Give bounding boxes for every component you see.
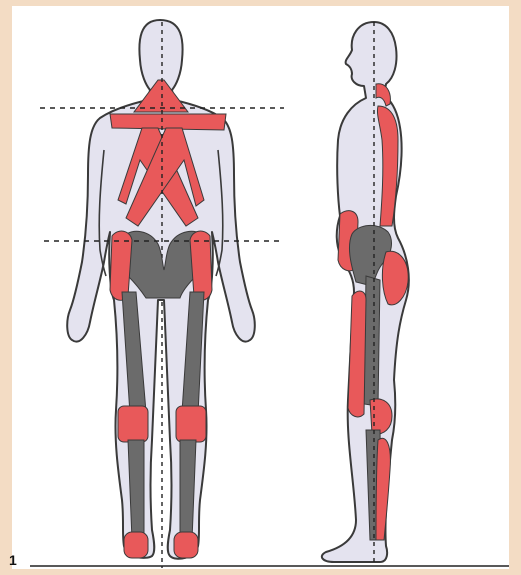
right-knee-muscle xyxy=(176,406,206,442)
lateral-femur-bone xyxy=(364,276,380,406)
left-knee-muscle xyxy=(118,406,148,442)
lateral-view xyxy=(322,22,409,566)
posterior-view xyxy=(67,20,255,568)
lateral-calf-muscle xyxy=(376,438,390,540)
right-ankle-muscle xyxy=(174,532,198,558)
left-ankle-muscle xyxy=(124,532,148,558)
figure-number: 1 xyxy=(9,552,17,568)
lateral-thigh-muscle xyxy=(348,291,366,417)
trapezius-upper-muscle xyxy=(134,80,188,112)
